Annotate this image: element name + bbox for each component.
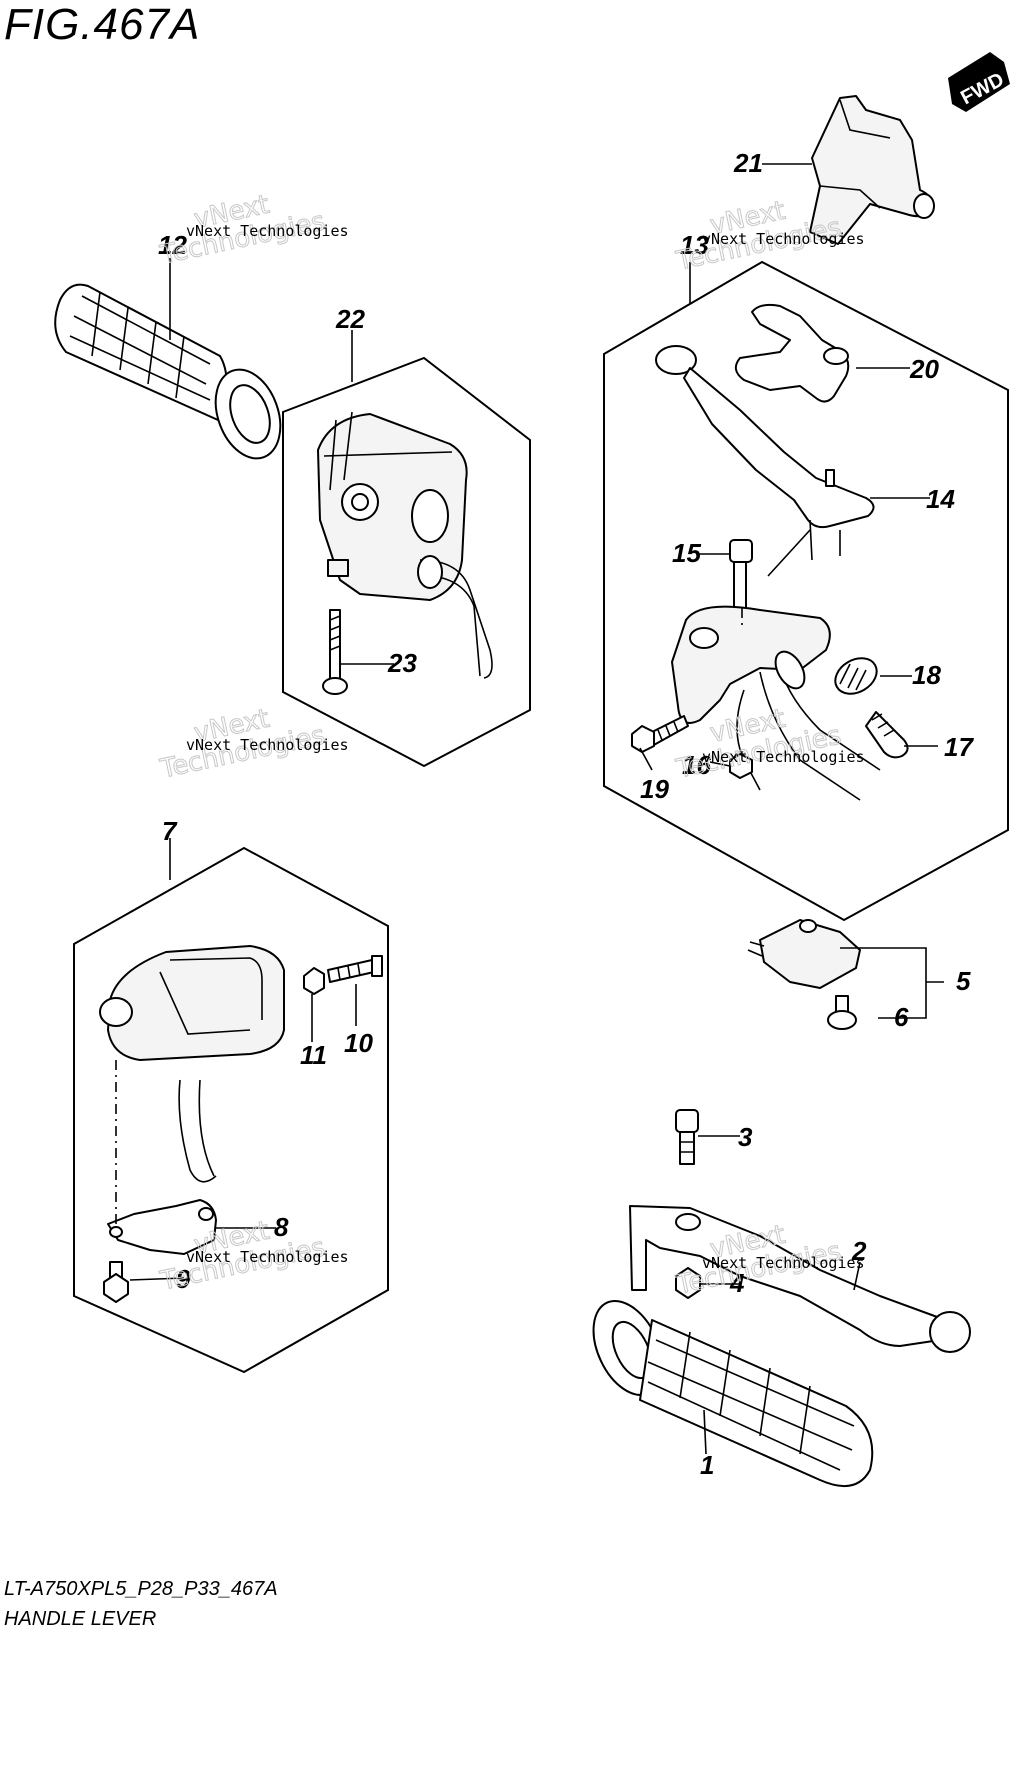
part-2-lever — [629, 1205, 971, 1353]
assembly-line-14 — [767, 529, 811, 577]
callout-6: 6 — [894, 1002, 909, 1032]
part-1-grip — [592, 1299, 874, 1488]
callout-9: 9 — [176, 1264, 191, 1294]
part-5-switch — [747, 919, 861, 989]
callout-14: 14 — [926, 484, 955, 514]
callout-19: 19 — [640, 774, 669, 804]
part-21-cover — [809, 95, 935, 245]
leader-lines — [129, 163, 944, 1455]
part-7-housing — [99, 945, 285, 1183]
watermark-text-5: vNext Technologies — [186, 1248, 349, 1266]
callout-20: 20 — [909, 354, 939, 384]
group-box-13 — [603, 260, 1009, 922]
part-15-pin — [729, 539, 753, 611]
part-14-lever — [655, 345, 875, 561]
part-11-nut — [303, 967, 325, 995]
watermark-text-2: vNext Technologies — [702, 230, 865, 248]
group-box-7 — [73, 846, 389, 1374]
callout-22: 22 — [335, 304, 365, 334]
part-6-screw — [827, 995, 857, 1030]
part-4-nut — [675, 1267, 701, 1299]
part-22-switch — [317, 411, 493, 679]
callout-7: 7 — [162, 816, 178, 846]
callout-21: 21 — [733, 148, 763, 178]
callout-11: 11 — [300, 1040, 327, 1070]
part-12-grip — [54, 283, 282, 460]
part-3-pin — [675, 1109, 699, 1165]
callout-5: 5 — [956, 966, 971, 996]
callout-17: 17 — [944, 732, 974, 762]
callout-8: 8 — [274, 1212, 289, 1242]
part-8-bracket — [107, 1199, 217, 1255]
watermark-text-1: vNext Technologies — [186, 222, 349, 240]
callout-16: 16 — [682, 750, 711, 780]
callout-18: 18 — [912, 660, 941, 690]
part-16-nut — [729, 753, 753, 779]
callout-2: 2 — [851, 1236, 867, 1266]
part-19-bolt — [631, 715, 689, 753]
callout-3: 3 — [738, 1122, 753, 1152]
part-10-bolt — [327, 955, 383, 983]
callout-12: 12 — [158, 230, 187, 260]
part-23-screw — [322, 609, 348, 695]
watermark-text-4: vNext Technologies — [702, 748, 865, 766]
callout-1: 1 — [700, 1450, 714, 1480]
part-18-part — [834, 657, 878, 695]
part-20-bracket — [734, 303, 850, 403]
watermark-text-6: vNext Technologies — [702, 1254, 865, 1272]
model-code: LT-A750XPL5_P28_P33_467A — [4, 1578, 278, 1600]
watermark-text-3: vNext Technologies — [186, 736, 349, 754]
part-17-screw — [865, 711, 909, 759]
callout-10: 10 — [344, 1028, 373, 1058]
callout-13: 13 — [680, 230, 709, 260]
part-9-bolt — [103, 1261, 129, 1303]
callout-15: 15 — [672, 538, 701, 568]
callout-4: 4 — [729, 1268, 745, 1298]
fwd-arrow-icon: FWD — [948, 52, 1010, 112]
figure-title: FIG.467A — [4, 0, 201, 49]
group-box-22 — [282, 356, 531, 768]
group-name: HANDLE LEVER — [4, 1608, 157, 1630]
watermark-6: vNext Technologies — [673, 1219, 845, 1301]
callout-23: 23 — [387, 648, 417, 678]
